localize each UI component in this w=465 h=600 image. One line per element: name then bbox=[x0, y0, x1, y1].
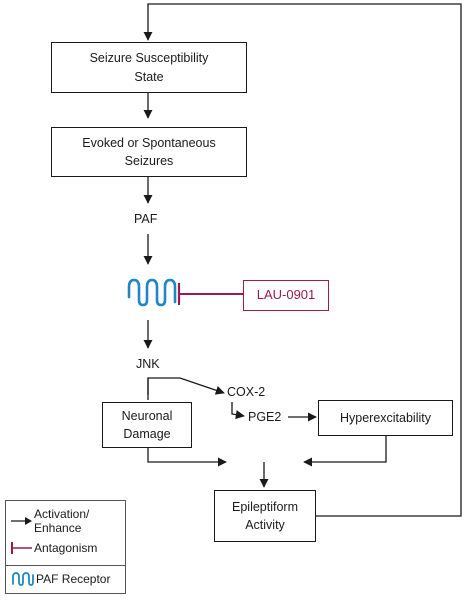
legend-receptor: PAF Receptor bbox=[10, 571, 110, 587]
arrow-hyperexcitability-to-junction bbox=[303, 436, 387, 467]
seizure-susceptibility-box: Seizure Susceptibility State bbox=[51, 42, 247, 93]
lau-0901-label: LAU-0901 bbox=[256, 287, 316, 303]
lau-0901-box: LAU-0901 bbox=[243, 280, 329, 311]
neuronal-damage-label: Neuronal Damage bbox=[121, 408, 173, 441]
epileptiform-activity-box: Epileptiform Activity bbox=[214, 490, 316, 542]
legend-activation-label: Activation/ Enhance bbox=[34, 507, 90, 536]
pge2-label: PGE2 bbox=[248, 410, 282, 424]
legend-divider bbox=[6, 565, 125, 566]
seizure-susceptibility-label: Seizure Susceptibility State bbox=[89, 51, 209, 84]
cox2-label: COX-2 bbox=[227, 385, 266, 399]
paf-receptor-legend-icon bbox=[12, 572, 34, 586]
paf-receptor-icon bbox=[127, 278, 177, 307]
feedback-loop-arrow bbox=[143, 3, 462, 517]
arrow-cox2-to-pge2 bbox=[231, 402, 245, 420]
legend-receptor-label: PAF Receptor bbox=[36, 571, 111, 586]
epileptiform-activity-label: Epileptiform Activity bbox=[232, 499, 298, 532]
antagonism-bar-icon bbox=[11, 542, 32, 555]
hyperexcitability-box: Hyperexcitability bbox=[318, 400, 453, 436]
arrow-damage-to-junction bbox=[147, 448, 227, 467]
legend-activation: Activation/ Enhance bbox=[10, 507, 89, 536]
evoked-seizures-box: Evoked or Spontaneous Seizures bbox=[51, 127, 247, 177]
legend-antagonism: Antagonism bbox=[10, 541, 97, 555]
evoked-seizures-label: Evoked or Spontaneous Seizures bbox=[82, 135, 216, 168]
hyperexcitability-label: Hyperexcitability bbox=[339, 410, 431, 425]
neuronal-damage-box: Neuronal Damage bbox=[102, 402, 192, 448]
paf-label: PAF bbox=[134, 212, 158, 226]
legend: Activation/ Enhance Antagonism PAF Recep… bbox=[5, 500, 126, 594]
arrow-jnk-to-cox2 bbox=[147, 377, 225, 395]
activation-arrow-icon bbox=[11, 517, 32, 526]
jnk-label: JNK bbox=[136, 357, 160, 371]
legend-antagonism-label: Antagonism bbox=[34, 541, 98, 555]
